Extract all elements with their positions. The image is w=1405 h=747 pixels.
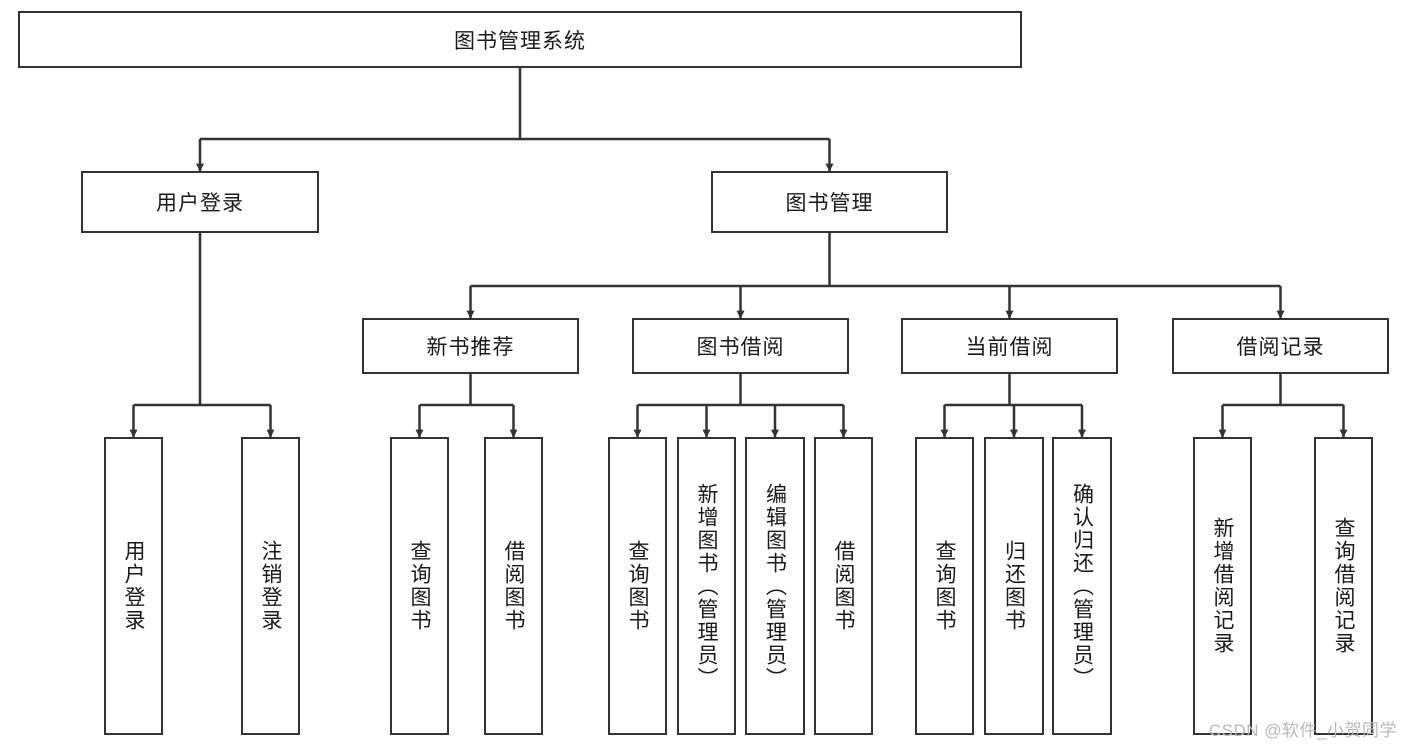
node-label: 新增借阅记录 [1211,517,1235,655]
node-label: 注销登录 [259,540,283,632]
node-label: 新书推荐 [426,336,515,359]
node-bookmgmt[interactable]: 图书管理 [711,171,948,233]
node-leaf-10[interactable]: 归还图书 [984,437,1044,735]
node-leaf-5[interactable]: 查询图书 [608,437,667,735]
node-leaf-9[interactable]: 查询图书 [915,437,974,735]
node-leaf-6[interactable]: 新增图书（管理员） [677,437,736,735]
node-leaf-7[interactable]: 编辑图书（管理员） [745,437,805,735]
node-leaf-8[interactable]: 借阅图书 [814,437,873,735]
node-label: 查询图书 [933,540,957,632]
node-label: 编辑图书（管理员） [763,482,787,690]
node-records[interactable]: 借阅记录 [1172,318,1389,374]
node-label: 查询图书 [408,540,432,632]
node-leaf-1[interactable]: 用户登录 [104,437,163,735]
node-leaf-2[interactable]: 注销登录 [241,437,300,735]
node-label: 新增图书（管理员） [695,482,719,690]
node-label: 借阅图书 [832,540,856,632]
node-label: 图书管理系统 [454,29,586,53]
node-label: 当前借阅 [965,336,1054,359]
node-leaf-12[interactable]: 新增借阅记录 [1193,437,1252,735]
node-leaf-13[interactable]: 查询借阅记录 [1314,437,1373,735]
node-label: 借阅记录 [1236,336,1325,359]
node-leaf-11[interactable]: 确认归还（管理员） [1052,437,1112,735]
node-root[interactable]: 图书管理系统 [18,11,1022,68]
node-label: 查询图书 [626,540,650,632]
node-label: 图书管理 [785,192,874,215]
node-label: 图书借阅 [696,336,785,359]
node-label: 用户登录 [122,540,146,632]
node-label: 归还图书 [1002,540,1026,632]
node-label: 查询借阅记录 [1332,517,1356,655]
edge-group [129,68,1348,438]
node-leaf-4[interactable]: 借阅图书 [484,437,543,735]
node-label: 确认归还（管理员） [1070,482,1094,690]
node-label: 借阅图书 [502,540,526,632]
node-newbook[interactable]: 新书推荐 [362,318,579,374]
node-borrow[interactable]: 图书借阅 [632,318,849,374]
node-leaf-3[interactable]: 查询图书 [390,437,449,735]
node-current[interactable]: 当前借阅 [901,318,1118,374]
node-label: 用户登录 [156,192,244,215]
node-login[interactable]: 用户登录 [81,171,319,233]
